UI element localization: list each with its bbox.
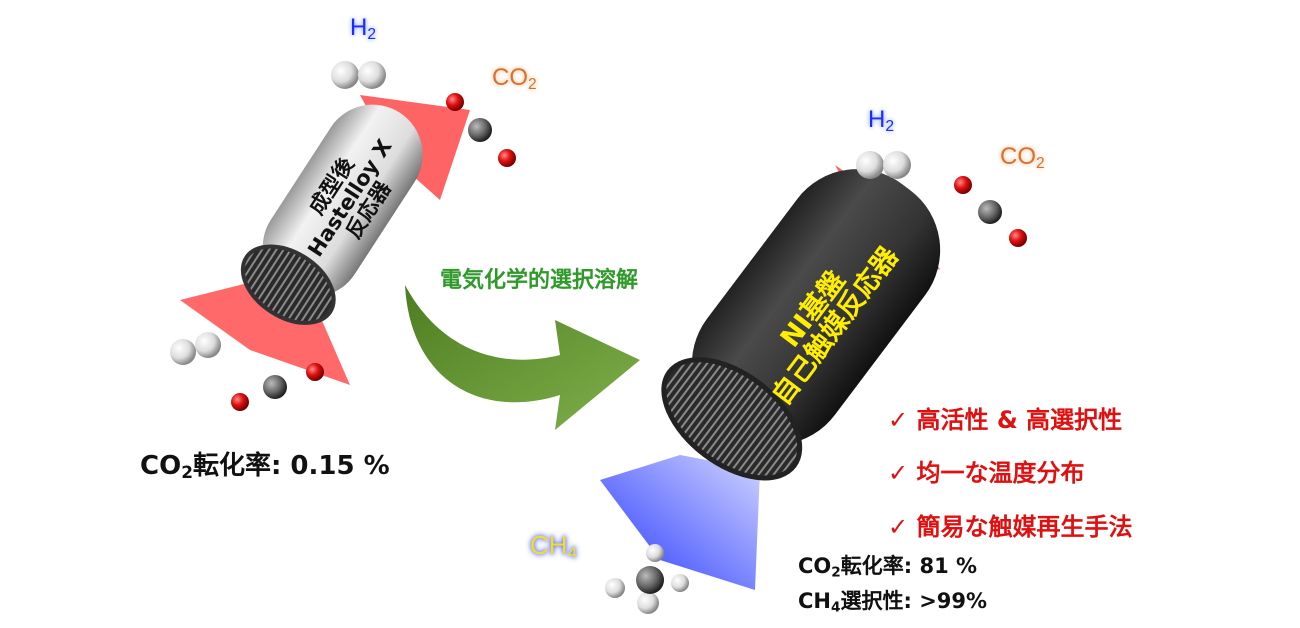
feature-item: ✓ 均一な温度分布 [888, 459, 1085, 487]
h2-molecule [170, 332, 221, 365]
right-co2-label: CO2 [1000, 143, 1045, 172]
left-reactor-cylinder [240, 104, 423, 325]
ch4-label: CH4 [530, 530, 577, 563]
feature-item: ✓ 高活性 & 高選択性 [888, 406, 1123, 434]
ch4-molecule [605, 544, 689, 614]
left-conversion: CO2転化率: 0.15 % [140, 451, 390, 483]
co2-molecule [446, 93, 516, 167]
feature-item: ✓ 簡易な触媒再生手法 [888, 513, 1133, 541]
process-arrow [405, 285, 640, 430]
process-label: 電気化学的選択溶解 [440, 268, 639, 293]
right-h2-label: H2 [868, 106, 895, 135]
h2-molecule [331, 61, 386, 89]
co2-molecule [231, 363, 324, 411]
right-outlet-flow [600, 455, 760, 590]
left-h2-label: H2 [350, 14, 377, 43]
right-reactor-cylinder [661, 169, 941, 481]
co2-molecule [954, 176, 1027, 247]
h2-molecule [856, 151, 911, 179]
left-co2-label: CO2 [492, 64, 537, 93]
right-selectivity: CH4選択性: >99% [798, 589, 988, 616]
right-conversion: CO2転化率: 81 % [798, 554, 978, 581]
